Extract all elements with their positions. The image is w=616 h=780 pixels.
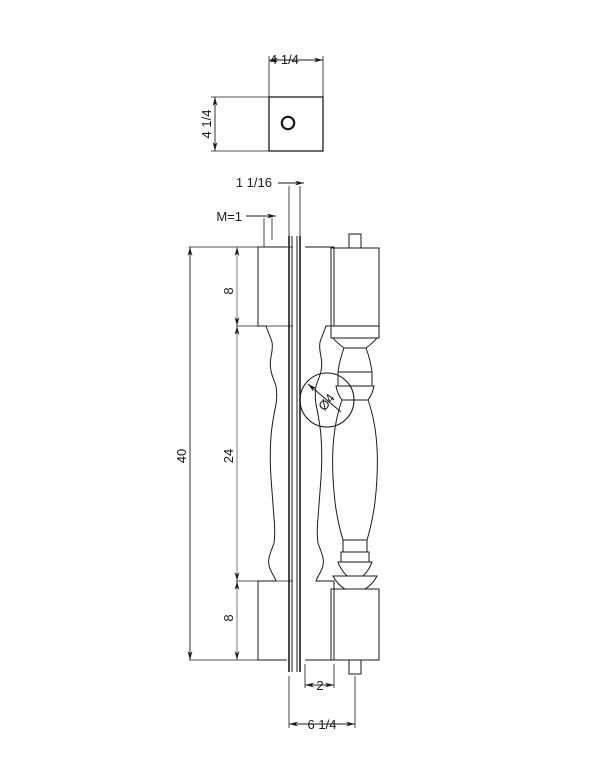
dim-label-top-square-width: 4 1/4 (270, 52, 299, 67)
dimension-text-layer: 4 1/4 4 1/4 1 1/16 M=1 40 8 24 8 Ø4 2 6 … (174, 52, 338, 732)
profile-center-band (288, 236, 301, 672)
dim-label-module: M=1 (216, 209, 242, 224)
dim-label-pin-width: 2 (316, 678, 323, 693)
dim-profile-offset (278, 180, 304, 236)
dim-base-width (288, 676, 356, 728)
dim-extension-lines (189, 246, 293, 661)
dim-label-turned-section: 24 (221, 449, 236, 463)
profile-view-right-half (305, 246, 335, 661)
dim-label-diameter-callout: Ø4 (315, 391, 338, 414)
dim-label-bottom-square-section: 8 (221, 614, 236, 621)
dim-pin-width (304, 664, 335, 688)
dim-top-square-height (211, 96, 269, 152)
dim-top-square-width (268, 56, 324, 97)
dim-label-base-width: 6 1/4 (308, 717, 337, 732)
profile-view-left-half (257, 246, 287, 661)
dim-module-leader (246, 213, 276, 247)
baluster-solid-view (330, 233, 380, 675)
dim-label-overall-height: 40 (174, 449, 189, 463)
dim-label-profile-offset: 1 1/16 (236, 175, 272, 190)
diameter-detail-circle (299, 372, 355, 428)
dim-label-top-square-height: 4 1/4 (199, 110, 214, 139)
top-square-detail-view (268, 96, 324, 152)
dim-label-top-square-section: 8 (221, 287, 236, 294)
